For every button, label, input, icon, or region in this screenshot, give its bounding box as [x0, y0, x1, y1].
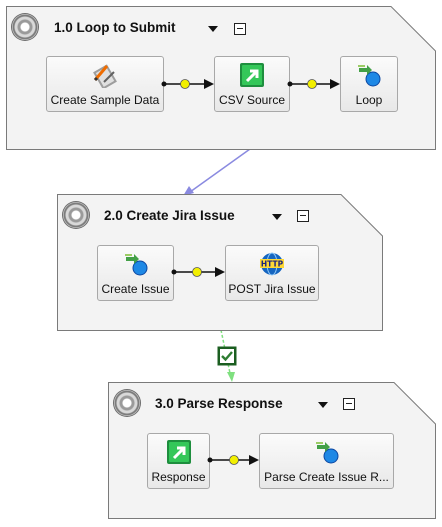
- container-title[interactable]: 1.0 Loop to Submit: [54, 20, 176, 35]
- node-create-issue[interactable]: Create Issue: [97, 245, 174, 301]
- container-title[interactable]: 2.0 Create Jira Issue: [104, 208, 235, 223]
- node-label: Parse Create Issue R...: [264, 470, 389, 484]
- green-arrow-icon: [240, 63, 264, 87]
- node-response[interactable]: Response: [147, 433, 210, 489]
- dropdown-caret-icon[interactable]: [272, 214, 282, 220]
- node-label: Loop: [355, 93, 383, 107]
- container-loop-to-submit[interactable]: 1.0 Loop to Submit Create Sample Data CS…: [6, 6, 436, 150]
- link-success-badge[interactable]: [217, 346, 237, 366]
- node-loop[interactable]: Loop: [340, 56, 398, 112]
- node-connectors: [171, 267, 225, 277]
- node-label: CSV Source: [218, 93, 286, 107]
- dropdown-caret-icon[interactable]: [318, 402, 328, 408]
- dropdown-caret-icon[interactable]: [208, 26, 218, 32]
- node-label: POST Jira Issue: [228, 282, 316, 296]
- gear-icon: [113, 389, 141, 417]
- collapse-icon[interactable]: [343, 398, 355, 410]
- wrench-pencil-icon: [93, 64, 117, 88]
- node-connectors: [207, 455, 259, 465]
- node-create-sample-data[interactable]: Create Sample Data: [46, 56, 164, 112]
- container-title[interactable]: 3.0 Parse Response: [155, 396, 283, 411]
- gear-icon: [62, 201, 90, 229]
- container-create-jira-issue[interactable]: 2.0 Create Jira Issue Create Issue HTTP …: [57, 194, 383, 331]
- globe-arrows-icon: [315, 442, 338, 464]
- link-arrowhead-2: [227, 372, 235, 382]
- container-parse-response[interactable]: 3.0 Parse Response Response Parse Create…: [108, 382, 436, 519]
- success-check-icon: [217, 346, 237, 366]
- collapse-icon[interactable]: [297, 210, 309, 222]
- link-container2-to-container3[interactable]: [220, 329, 232, 379]
- globe-arrows-icon: [124, 254, 147, 276]
- node-label: Create Issue: [101, 282, 170, 296]
- collapse-icon[interactable]: [234, 23, 246, 35]
- node-label: Create Sample Data: [50, 93, 160, 107]
- node-post-jira-issue[interactable]: HTTP POST Jira Issue: [225, 245, 319, 301]
- gear-icon: [11, 13, 39, 41]
- node-connectors: [161, 79, 340, 89]
- green-arrow-icon: [166, 440, 191, 464]
- globe-arrows-icon: [358, 65, 381, 87]
- http-request-icon: HTTP: [260, 252, 284, 276]
- node-label: Response: [151, 470, 206, 484]
- svg-text:HTTP: HTTP: [261, 260, 284, 269]
- node-parse-create-issue-response[interactable]: Parse Create Issue R...: [259, 433, 394, 489]
